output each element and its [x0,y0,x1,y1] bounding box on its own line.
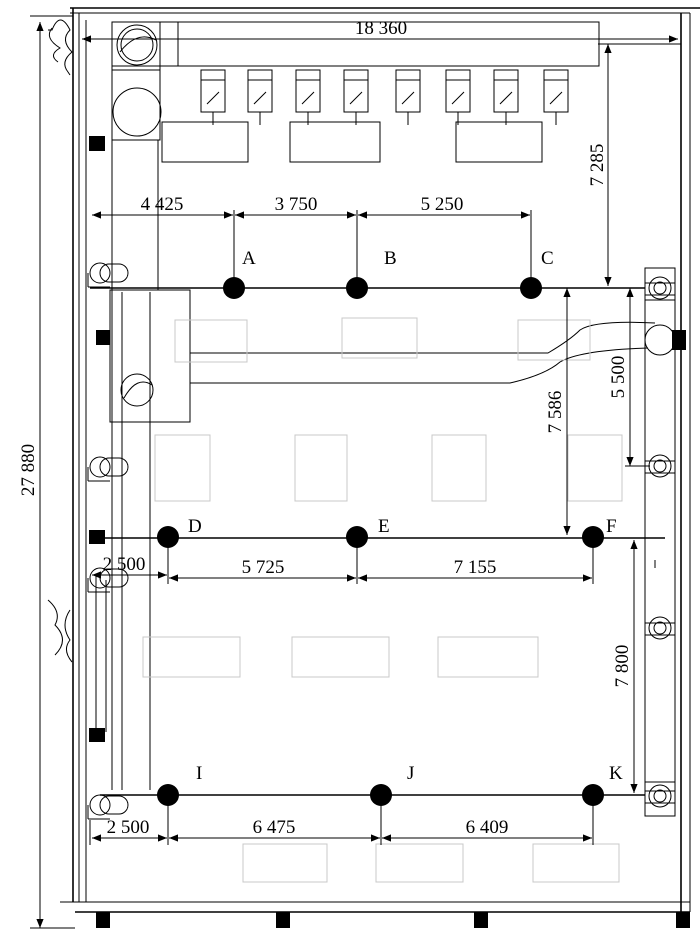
dim-bc-span: 5 250 [421,194,464,215]
dim-d-offset: 2 500 [103,554,146,575]
dim-ij-span: 6 475 [253,817,296,838]
point-label-f: F [606,516,617,537]
dim-i-offset: 2 500 [107,817,150,838]
point-label-k: K [609,763,623,784]
dim-jk-span: 6 409 [466,817,509,838]
dimension-lines [30,15,681,929]
point-label-e: E [378,516,390,537]
hydraulic-cylinders [200,69,569,125]
dim-row1-to-row2: 7 586 [545,391,566,434]
point-label-j: J [407,763,414,784]
point-label-b: B [384,248,397,269]
dim-overall-height: 27 880 [18,444,39,496]
point-labels: A B C D E F I J K [188,248,623,784]
dim-row2-to-row3: 7 800 [612,645,633,688]
pipeline [190,321,676,384]
dim-ef-span: 7 155 [454,557,497,578]
dim-overall-width: 18 360 [355,18,407,39]
dimension-labels: 27 880 18 360 4 425 3 750 5 250 7 285 7 … [18,18,633,838]
break-line-top-left [48,19,73,76]
faint-machine-outlines [142,317,623,883]
point-label-i: I [196,763,202,784]
transfer-machine [109,289,191,423]
column-points [157,277,604,806]
dim-column-to-right-wall: 5 500 [608,356,629,399]
point-label-c: C [541,248,554,269]
building-walls [60,7,700,913]
dim-right-to-row1: 7 285 [587,144,608,187]
dim-ab-offset: 4 425 [141,194,184,215]
machine-bases [161,121,543,163]
right-pump-units [644,276,676,808]
dim-ab-span: 3 750 [275,194,318,215]
break-line-middle-left [47,599,73,663]
point-label-d: D [188,516,202,537]
dim-de-span: 5 725 [242,557,285,578]
point-label-a: A [242,248,256,269]
left-rail [95,140,159,790]
right-support-frame [644,267,676,817]
